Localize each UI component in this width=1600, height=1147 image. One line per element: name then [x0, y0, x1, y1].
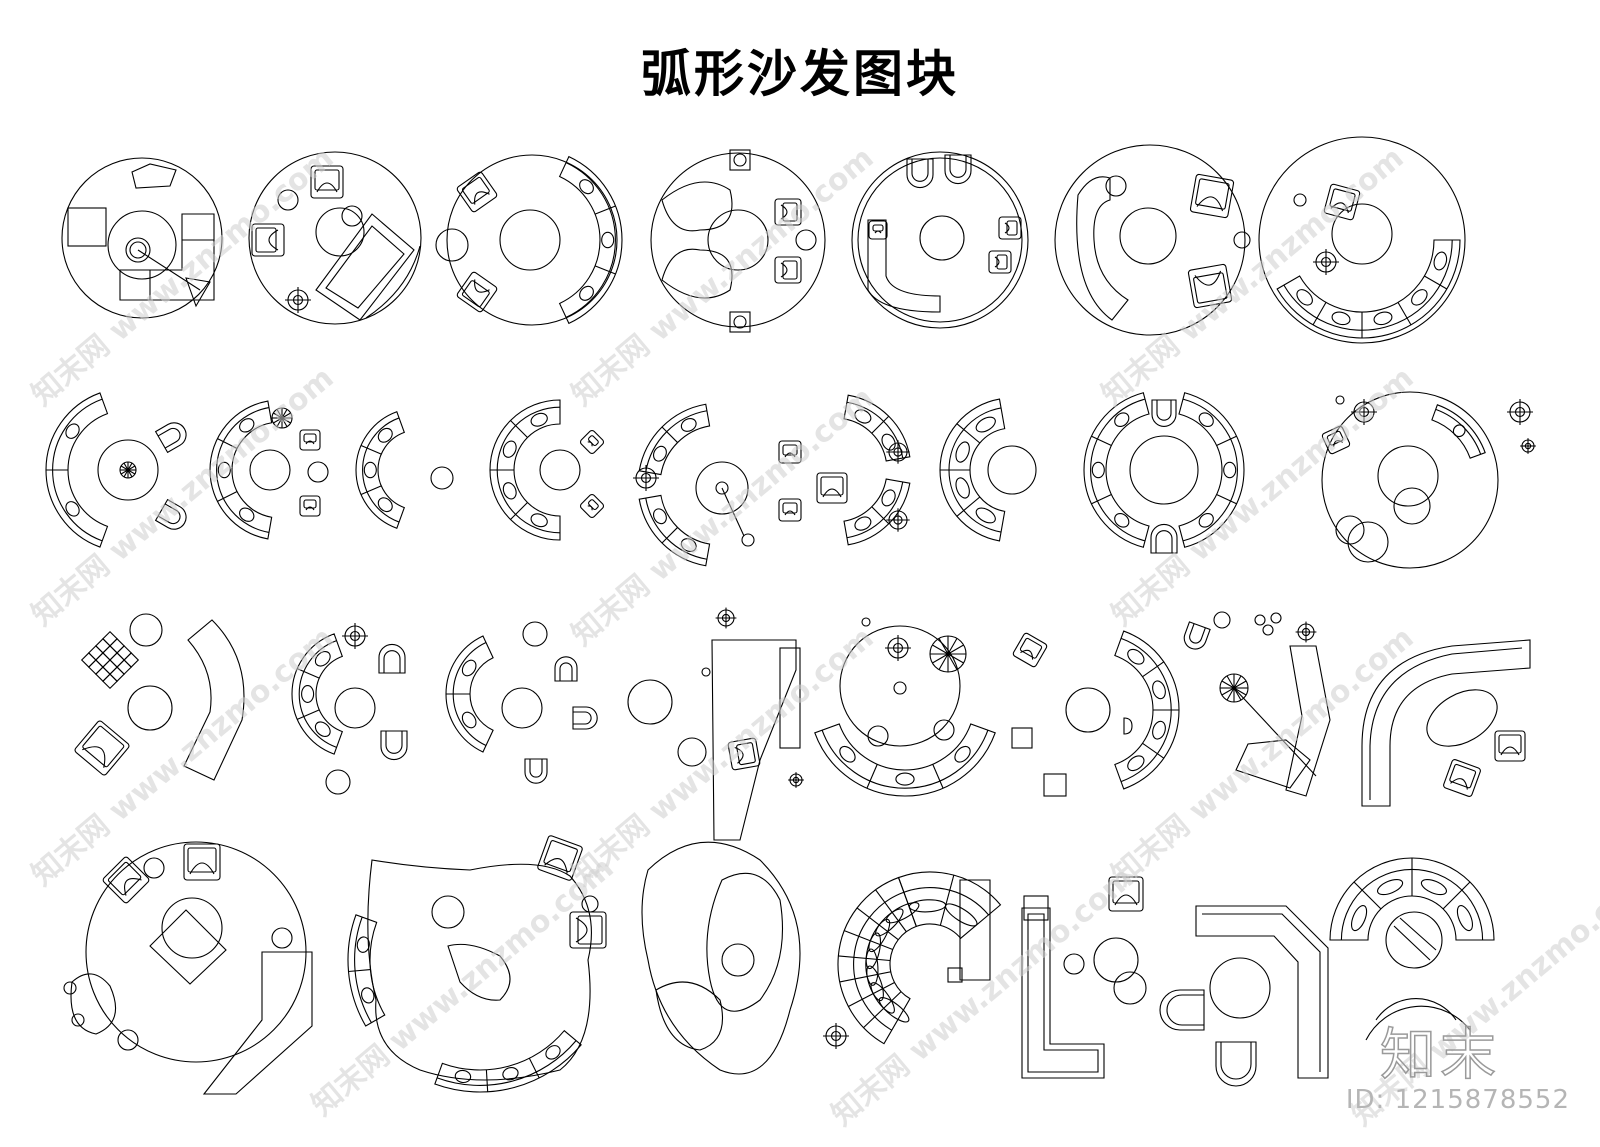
sofa-block-round-rug-armchairs — [1054, 144, 1251, 336]
sofa-block-round-rug-curved-sofa — [435, 154, 623, 326]
sofa-block-round-rug-curved-sofa — [1258, 136, 1466, 344]
row-2-blocks — [45, 391, 1536, 569]
sofa-block-round-rug-armchairs — [248, 151, 422, 325]
row-1-blocks — [61, 136, 1466, 344]
row-3-blocks — [74, 607, 1531, 841]
brand-logo: 知末 — [1379, 1022, 1500, 1089]
sofa-block-row-2 — [45, 391, 1536, 569]
sofa-block-round-rug-twin-sofa — [650, 149, 826, 333]
sofa-block-row-3 — [74, 607, 1531, 841]
sofa-block-row-4 — [63, 835, 1495, 1095]
asset-id: ID: 1215878552 — [1345, 1085, 1570, 1115]
sofa-block-round-rug-lounge — [851, 151, 1029, 329]
page-title: 弧形沙发图块 — [641, 45, 959, 103]
sofa-blocks — [45, 136, 1536, 1095]
row-4-blocks — [63, 835, 1495, 1095]
sofa-block-round-rug-sofa — [61, 157, 223, 319]
